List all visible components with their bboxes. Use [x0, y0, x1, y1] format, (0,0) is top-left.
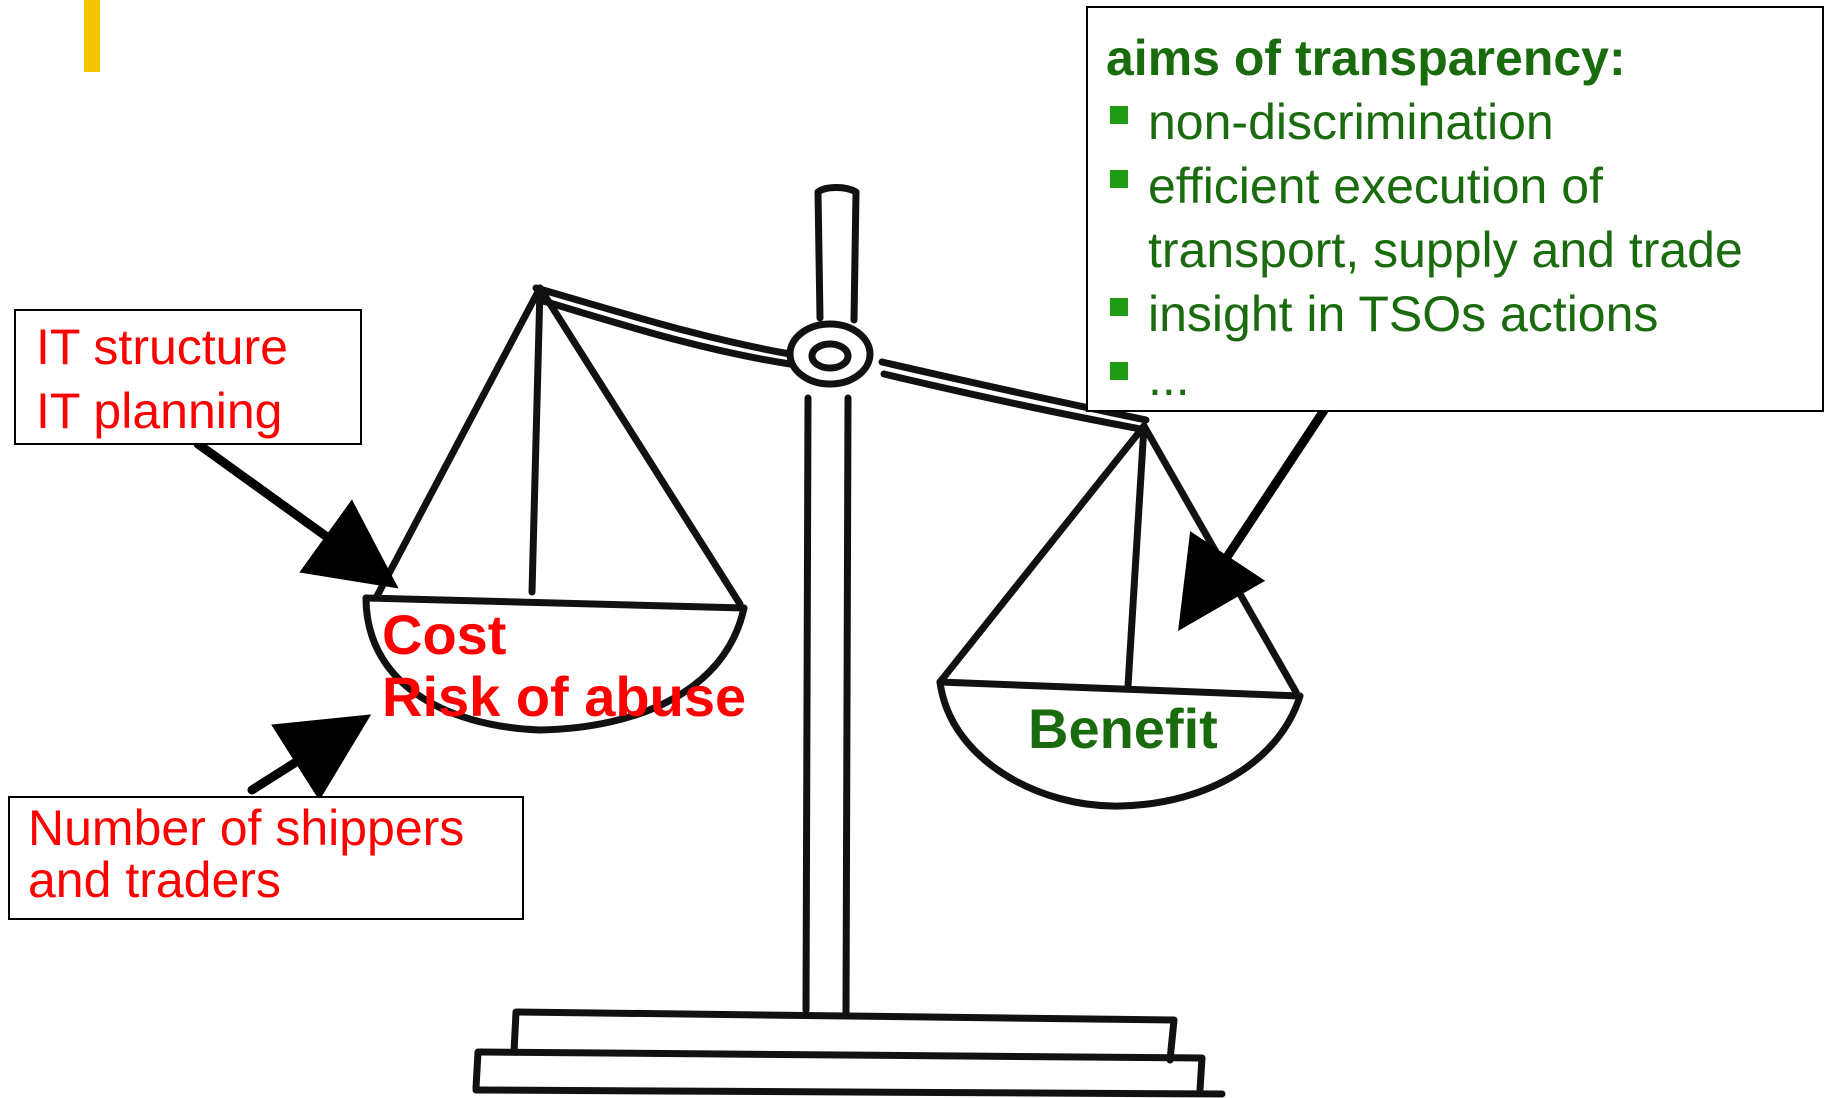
square-bullet-icon	[1110, 298, 1128, 316]
aims-list-item: non-discrimination	[1106, 90, 1822, 154]
aims-item-text: non-discrimination	[1148, 94, 1554, 150]
arrow-it-to-cost	[193, 439, 399, 589]
traders-label: and traders	[28, 852, 281, 908]
aims-list-item: insight in TSOs actions	[1106, 282, 1822, 346]
aims-item-text: insight in TSOs actions	[1148, 286, 1659, 342]
arrow-shippers-to-risk	[247, 714, 372, 801]
aims-item-text: ...	[1148, 350, 1190, 406]
aims-list: non-discrimination efficient execution o…	[1106, 90, 1822, 410]
aims-title: aims of transparency:	[1106, 30, 1626, 86]
square-bullet-icon	[1110, 106, 1128, 124]
cost-label: Cost	[382, 603, 507, 666]
aims-list-item: efficient execution of transport, supply…	[1106, 154, 1822, 282]
benefit-label: Benefit	[1028, 697, 1218, 760]
risk-of-abuse-label: Risk of abuse	[382, 665, 747, 728]
aims-item-text-continued: transport, supply and trade	[1148, 222, 1743, 278]
aims-item-text: efficient execution of	[1148, 158, 1603, 214]
square-bullet-icon	[1110, 170, 1128, 188]
it-planning-label: IT planning	[36, 383, 283, 439]
aims-of-transparency-box: aims of transparency: non-discrimination…	[1086, 6, 1824, 412]
it-structure-label: IT structure	[36, 319, 288, 375]
it-planning-box: IT structure IT planning	[14, 309, 362, 445]
aims-list-item: ...	[1106, 346, 1822, 410]
shippers-label: Number of shippers	[28, 800, 465, 856]
cost-risk-label: Cost Risk of abuse	[382, 604, 746, 728]
shippers-traders-box: Number of shippers and traders	[8, 796, 524, 920]
accent-bar	[84, 0, 100, 72]
square-bullet-icon	[1110, 362, 1128, 380]
